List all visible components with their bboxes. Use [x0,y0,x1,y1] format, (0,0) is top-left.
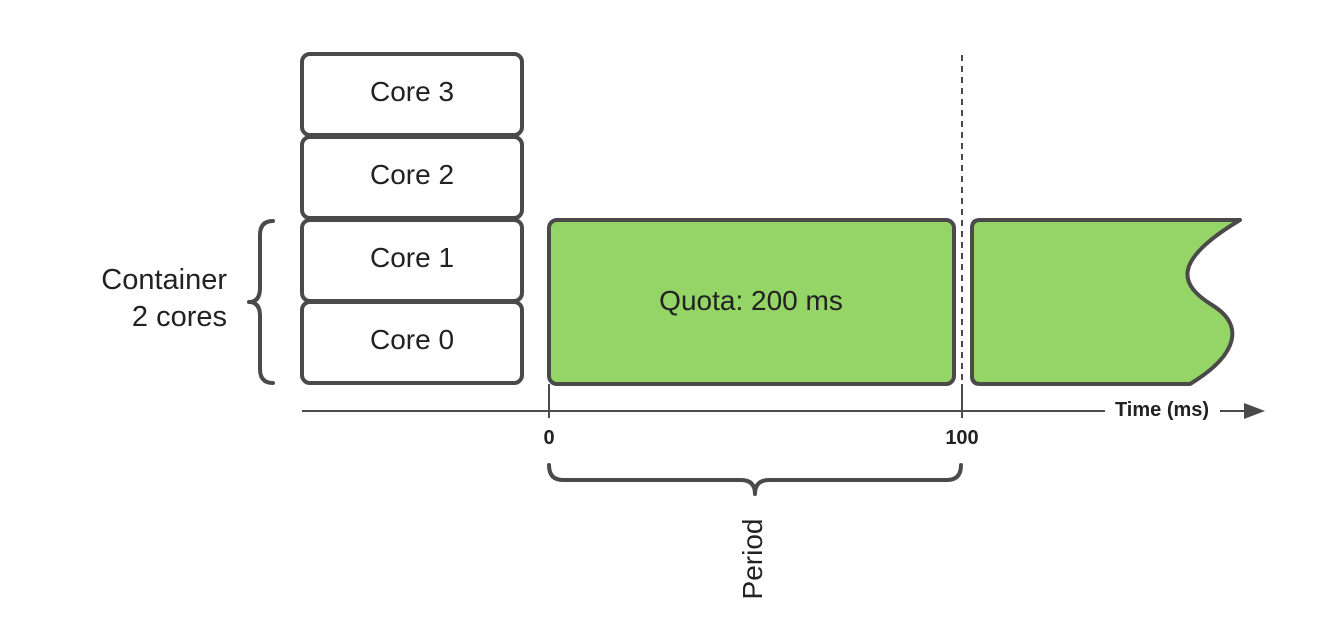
quota-block [547,218,956,386]
time-axis-arrow-icon [1244,403,1265,419]
core-box-3: Core 3 [300,52,524,137]
core-box-3-label: Core 3 [370,76,454,107]
core-box-1-label: Core 1 [370,242,454,273]
core-box-0-label: Core 0 [370,324,454,355]
core-box-0-rect [300,300,524,385]
core-box-0: Core 0 [300,300,524,385]
core-box-2-label: Core 2 [370,159,454,190]
period-label: Period [737,519,768,600]
container-label-line1: Container [101,264,227,296]
core-box-1: Core 1 [300,218,524,303]
container-label-line2: 2 cores [132,301,227,333]
container-brace [247,219,275,385]
next-period-block [970,218,1242,386]
time-axis-label: Time (ms) [1115,399,1209,421]
core-box-2: Core 2 [300,135,524,220]
quota-label: Quota: 200 ms [659,285,843,316]
tick-label-100: 100 [945,427,978,449]
period-brace [547,463,963,496]
tick-label-0: 0 [543,427,554,449]
